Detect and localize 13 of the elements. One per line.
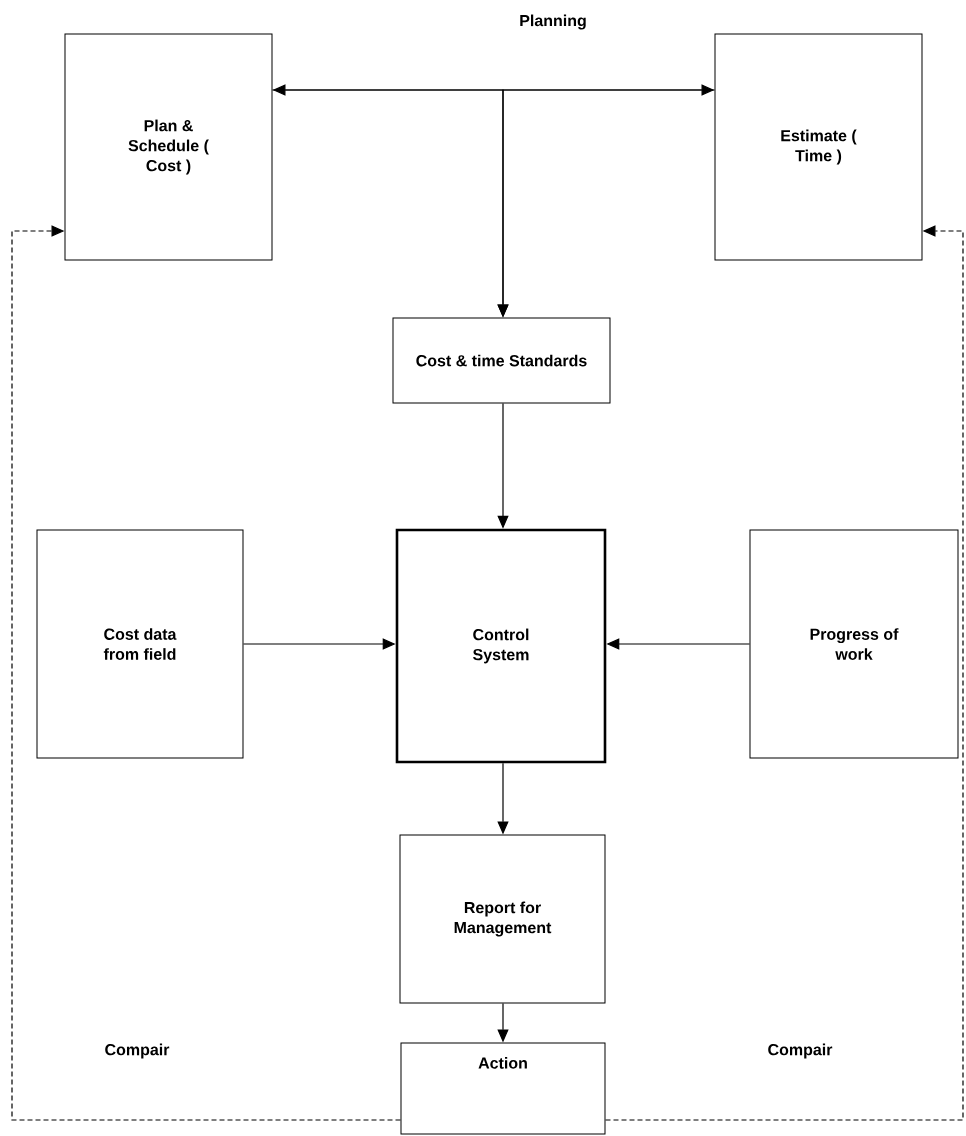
title: Planning — [520, 14, 586, 30]
process-box: Report for Management — [399, 834, 606, 1004]
note: Compair — [105, 1043, 170, 1059]
arrow — [604, 225, 964, 1121]
control-box: Control System — [395, 528, 607, 764]
process-box: Progress of work — [749, 529, 959, 759]
process-box: Action — [400, 1042, 606, 1135]
process-box: Estimate ( Time ) — [714, 33, 923, 261]
note: Compair — [768, 1043, 833, 1059]
process-box: Cost data from field — [36, 529, 244, 759]
arrow — [11, 225, 402, 1121]
process-box: Plan & Schedule ( Cost ) — [64, 33, 273, 261]
process-box: Cost & time Standards — [392, 317, 611, 404]
